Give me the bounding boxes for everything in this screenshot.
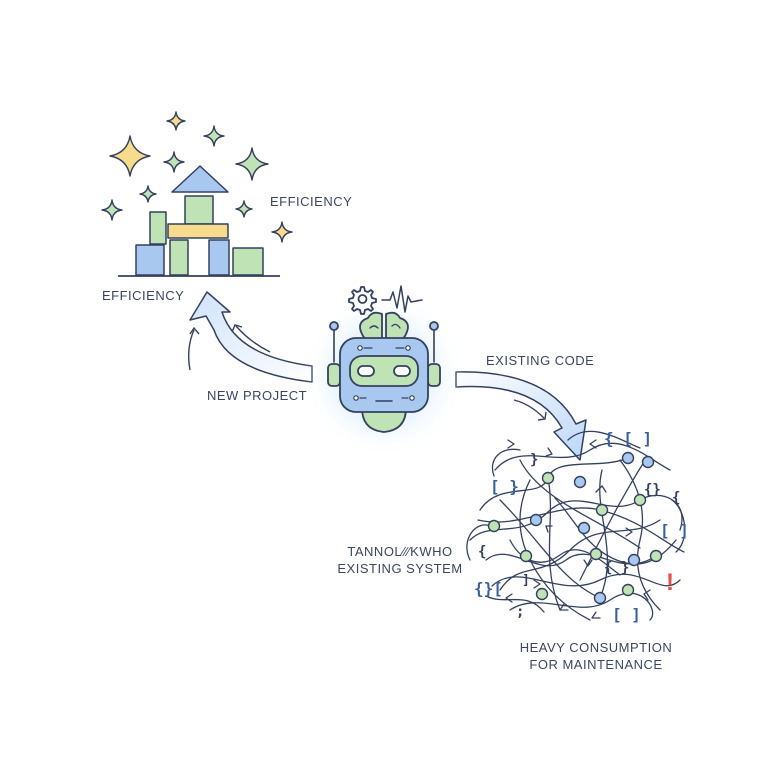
existing-system-line2: EXISTING SYSTEM bbox=[337, 561, 463, 576]
triangle-block bbox=[171, 165, 229, 193]
network-node bbox=[529, 513, 543, 527]
network-node bbox=[573, 475, 587, 489]
network-node bbox=[595, 503, 609, 517]
tangle-arrows bbox=[505, 439, 651, 619]
code-glyph: { [ ] bbox=[604, 429, 652, 448]
network-node bbox=[487, 519, 501, 533]
robot-eye bbox=[357, 365, 375, 377]
new-project-label: NEW PROJECT bbox=[207, 388, 308, 403]
sparkle-star bbox=[163, 151, 185, 173]
network-node bbox=[519, 549, 533, 563]
robot-ear bbox=[327, 363, 341, 387]
motion-line bbox=[231, 324, 243, 333]
sparkle-star bbox=[101, 199, 123, 221]
new-project-arrow bbox=[189, 291, 313, 383]
antenna-ball bbox=[329, 321, 339, 331]
existing-code-label: EXISTING CODE bbox=[486, 353, 595, 368]
bar-block bbox=[135, 244, 165, 276]
code-glyph: { } bbox=[604, 560, 629, 576]
network-node bbox=[633, 493, 647, 507]
code-glyph: [ ] bbox=[660, 521, 689, 540]
code-glyph: ] bbox=[522, 573, 530, 588]
network-node bbox=[649, 549, 663, 563]
motion-line bbox=[537, 411, 547, 421]
antenna-ball bbox=[429, 321, 439, 331]
efficiency-label-left: EFFICIENCY bbox=[102, 288, 185, 303]
sparkle-star bbox=[235, 147, 269, 181]
motion-line bbox=[513, 399, 545, 419]
heavy-consumption-label: HEAVY CONSUMPTION FOR MAINTENANCE bbox=[510, 639, 682, 673]
code-glyph: } bbox=[530, 452, 538, 468]
sparkle-star bbox=[139, 185, 157, 203]
network-node bbox=[541, 471, 555, 485]
gear-icon bbox=[348, 286, 377, 315]
existing-system-line1: TANNOL∕⁄∕KWHO bbox=[347, 544, 453, 559]
code-glyph: [ } bbox=[490, 477, 519, 496]
tall-block bbox=[149, 211, 167, 245]
sparkle-star bbox=[166, 111, 186, 131]
robot-eye bbox=[393, 365, 411, 377]
sparkle-star bbox=[109, 135, 151, 177]
sparkle-star bbox=[203, 125, 225, 147]
square-block bbox=[184, 195, 214, 225]
robot-ear bbox=[427, 363, 441, 387]
robot bbox=[327, 285, 441, 433]
network-node bbox=[593, 591, 607, 605]
plank-block bbox=[167, 223, 229, 239]
network-node bbox=[577, 521, 591, 535]
code-glyph: { bbox=[478, 544, 486, 560]
alert-icon: ! bbox=[666, 569, 674, 596]
heavy-consumption-line1: HEAVY CONSUMPTION bbox=[519, 640, 673, 655]
sparkle-star bbox=[271, 221, 293, 243]
sparkles bbox=[101, 111, 293, 243]
code-glyph: {}[ bbox=[474, 579, 503, 598]
network-node bbox=[621, 451, 635, 465]
existing-system-label: TANNOL∕⁄∕KWHO EXISTING SYSTEM bbox=[334, 543, 466, 577]
efficiency-label-top: EFFICIENCY bbox=[270, 194, 353, 209]
building-blocks bbox=[118, 165, 280, 277]
code-glyph: { bbox=[672, 490, 680, 506]
code-glyph: ; bbox=[516, 604, 524, 620]
existing-code-arrow bbox=[455, 371, 587, 461]
motion-line bbox=[189, 326, 200, 335]
waveform-icon bbox=[381, 285, 423, 313]
robot-body bbox=[361, 407, 407, 433]
robot-visor bbox=[349, 355, 419, 387]
network-node bbox=[627, 553, 641, 567]
sparkle-star bbox=[235, 200, 253, 218]
bar-block bbox=[232, 247, 264, 276]
network-node bbox=[589, 547, 603, 561]
bar-block bbox=[208, 239, 230, 276]
heavy-consumption-line2: FOR MAINTENANCE bbox=[529, 657, 663, 672]
network-node bbox=[535, 587, 549, 601]
motion-line bbox=[187, 329, 195, 371]
bar-block bbox=[169, 239, 189, 276]
code-glyphs: { [ ] [ } { } [ ] {}[ [ ] {} ] { } ; { bbox=[474, 429, 689, 624]
tangled-network bbox=[466, 430, 686, 621]
brain-icon bbox=[359, 311, 409, 344]
network-nodes bbox=[487, 451, 663, 605]
motion-line bbox=[235, 325, 271, 353]
network-node bbox=[641, 455, 655, 469]
code-glyph: [ ] bbox=[612, 605, 641, 624]
code-glyph: {} bbox=[644, 482, 661, 498]
network-node bbox=[621, 583, 635, 597]
